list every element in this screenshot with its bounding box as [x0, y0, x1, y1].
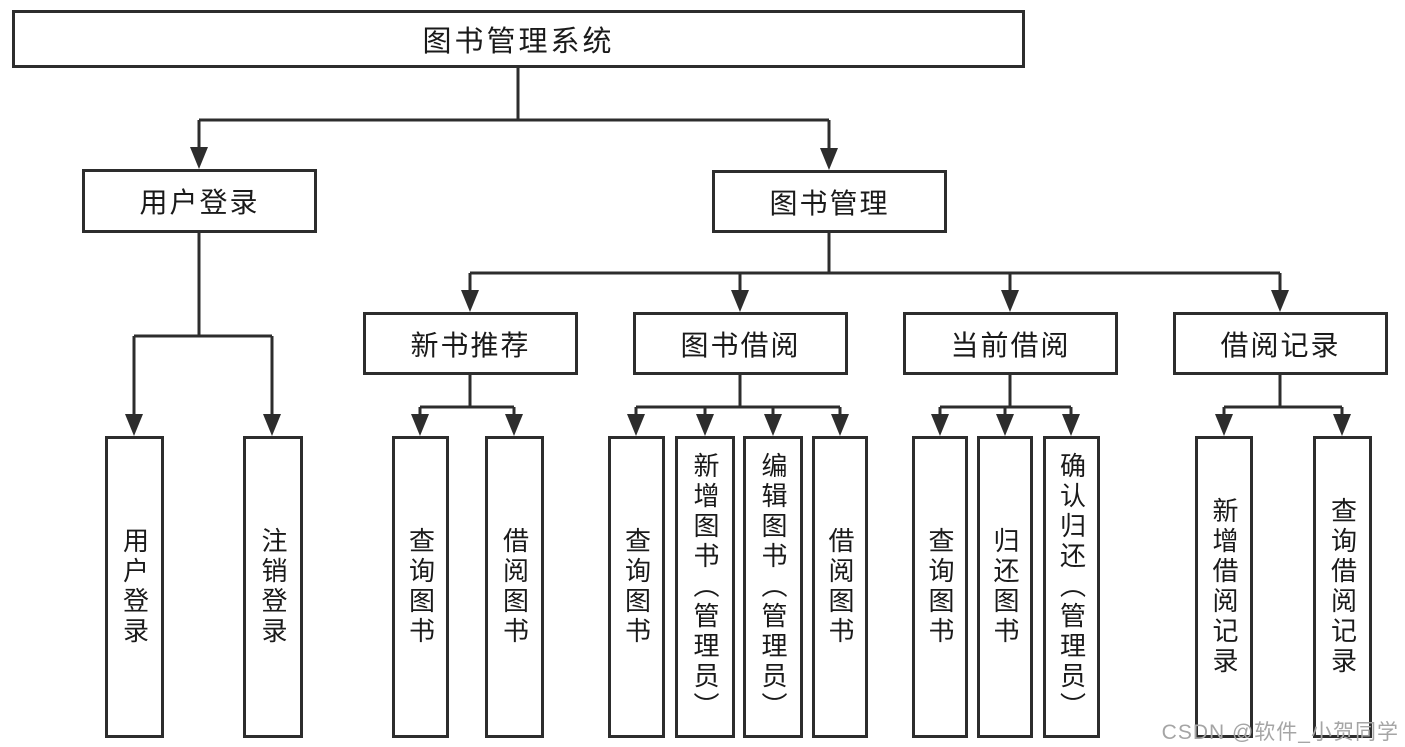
node-new-book-recommend-label: 新书推荐: [410, 329, 531, 361]
leaf-user-login: 用户登录: [105, 436, 164, 738]
connector-root-to-level2: [190, 68, 838, 170]
connector-book-management-children: [461, 233, 1289, 312]
node-book-borrow: 图书借阅: [633, 312, 848, 375]
arrowhead: [263, 414, 281, 436]
arrowhead: [1271, 290, 1289, 312]
node-new-book-recommend: 新书推荐: [363, 312, 578, 375]
node-user-login-group-label: 用户登录: [139, 187, 260, 218]
node-book-management: 图书管理: [712, 170, 947, 233]
leaf-return-books: 归还图书: [977, 436, 1033, 738]
leaf-edit-books-admin-label: 编辑图书（管理员）: [758, 452, 788, 722]
arrowhead: [461, 290, 479, 312]
connector-book-borrow-children: [627, 375, 849, 436]
arrowhead: [1333, 414, 1351, 436]
leaf-confirm-return-admin: 确认归还（管理员）: [1043, 436, 1100, 738]
connector-new-book-recommend-children: [411, 375, 523, 436]
arrowhead: [627, 414, 645, 436]
leaf-add-books-admin-label: 新增图书（管理员）: [690, 452, 720, 722]
arrowhead: [996, 414, 1014, 436]
node-book-management-label: 图书管理: [769, 187, 890, 219]
arrowhead: [931, 414, 949, 436]
leaf-borrow-books-borrow-label: 借阅图书: [825, 527, 855, 647]
leaf-edit-books-admin: 编辑图书（管理员）: [743, 436, 803, 738]
arrowhead: [696, 414, 714, 436]
leaf-logout-label: 注销登录: [258, 527, 288, 647]
node-borrow-records: 借阅记录: [1173, 312, 1388, 375]
node-borrow-records-label: 借阅记录: [1220, 329, 1341, 361]
node-user-login-group: 用户登录: [82, 169, 317, 233]
leaf-add-books-admin: 新增图书（管理员）: [675, 436, 735, 738]
leaf-add-borrow-record: 新增借阅记录: [1195, 436, 1253, 738]
arrowhead: [190, 147, 208, 169]
arrowhead: [1215, 414, 1233, 436]
leaf-query-books-recommend: 查询图书: [392, 436, 449, 738]
arrowhead: [764, 414, 782, 436]
arrowhead: [820, 148, 838, 170]
node-current-borrow: 当前借阅: [903, 312, 1118, 375]
node-current-borrow-label: 当前借阅: [950, 329, 1071, 361]
leaf-query-books-recommend-label: 查询图书: [405, 527, 436, 647]
leaf-add-borrow-record-label: 新增借阅记录: [1209, 497, 1239, 677]
arrowhead: [1062, 414, 1080, 436]
connector-current-borrow-children: [931, 375, 1080, 436]
leaf-confirm-return-admin-label: 确认归还（管理员）: [1056, 452, 1087, 722]
leaf-borrow-books-borrow: 借阅图书: [812, 436, 868, 738]
arrowhead: [125, 414, 143, 436]
leaf-return-books-label: 归还图书: [990, 527, 1020, 647]
node-root: 图书管理系统: [12, 10, 1025, 68]
leaf-query-books-borrow: 查询图书: [608, 436, 665, 738]
leaf-query-books-current-label: 查询图书: [925, 527, 955, 647]
node-book-borrow-label: 图书借阅: [680, 329, 801, 361]
leaf-user-login-label: 用户登录: [119, 527, 150, 647]
csdn-watermark: CSDN @软件_小贺同学: [1161, 721, 1399, 744]
connector-borrow-records-children: [1215, 375, 1351, 436]
connector-user-login-children: [125, 233, 281, 436]
node-root-label: 图书管理系统: [422, 26, 615, 58]
leaf-query-borrow-record-label: 查询借阅记录: [1327, 497, 1358, 677]
arrowhead: [731, 290, 749, 312]
arrowhead: [831, 414, 849, 436]
arrowhead: [411, 414, 429, 436]
leaf-query-borrow-record: 查询借阅记录: [1313, 436, 1372, 738]
leaf-query-books-current: 查询图书: [912, 436, 968, 738]
leaf-query-books-borrow-label: 查询图书: [621, 527, 652, 647]
arrowhead: [1001, 290, 1019, 312]
leaf-logout: 注销登录: [243, 436, 303, 738]
leaf-borrow-books-recommend-label: 借阅图书: [499, 527, 530, 647]
arrowhead: [505, 414, 523, 436]
leaf-borrow-books-recommend: 借阅图书: [485, 436, 544, 738]
